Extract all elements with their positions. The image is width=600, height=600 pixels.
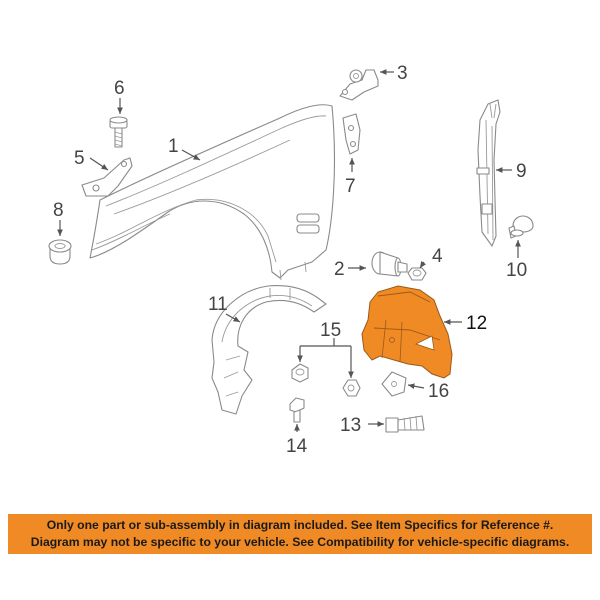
bolt-part-6 bbox=[109, 116, 128, 148]
liner-part-11 bbox=[211, 284, 327, 415]
callout-8: 8 bbox=[53, 200, 64, 221]
callout-labels: 1 2 3 4 5 6 7 8 9 10 11 12 13 14 15 16 bbox=[53, 63, 527, 457]
grommet-part-8 bbox=[48, 239, 72, 265]
callout-6: 6 bbox=[114, 78, 125, 99]
liner-part-12-highlighted bbox=[361, 285, 453, 379]
callout-16: 16 bbox=[428, 381, 449, 402]
callout-5: 5 bbox=[74, 148, 85, 169]
fender-part-1 bbox=[89, 104, 336, 281]
callout-10: 10 bbox=[506, 260, 527, 281]
callout-14: 14 bbox=[286, 436, 308, 457]
clip-part-15b bbox=[342, 379, 361, 397]
callout-7: 7 bbox=[345, 176, 356, 197]
disclaimer-banner: Only one part or sub-assembly in diagram… bbox=[8, 514, 592, 554]
callout-9: 9 bbox=[516, 161, 527, 182]
bolt-part-13 bbox=[385, 415, 425, 433]
callout-1: 1 bbox=[168, 136, 179, 157]
callout-4: 4 bbox=[432, 246, 443, 267]
callout-2: 2 bbox=[334, 259, 345, 280]
callout-15: 15 bbox=[320, 320, 341, 341]
callout-3: 3 bbox=[397, 63, 408, 84]
disclaimer-line-1: Only one part or sub-assembly in diagram… bbox=[46, 518, 554, 532]
bracket-part-7 bbox=[342, 113, 361, 155]
clip-part-15a bbox=[291, 363, 309, 383]
bracket-part-3 bbox=[339, 69, 379, 101]
callout-12: 12 bbox=[466, 313, 487, 334]
panel-part-9 bbox=[476, 99, 501, 247]
callout-13: 13 bbox=[340, 415, 361, 436]
bracket-part-16 bbox=[381, 371, 407, 397]
bracket-part-5 bbox=[81, 157, 133, 197]
nut-part-4 bbox=[407, 267, 427, 281]
clip-part-10 bbox=[508, 215, 534, 239]
screw-part-14 bbox=[289, 397, 305, 423]
disclaimer-line-2: Diagram may not be specific to your vehi… bbox=[30, 535, 570, 549]
stud-part-2 bbox=[371, 251, 408, 277]
leader-lines bbox=[57, 69, 521, 432]
callout-11: 11 bbox=[208, 294, 228, 315]
